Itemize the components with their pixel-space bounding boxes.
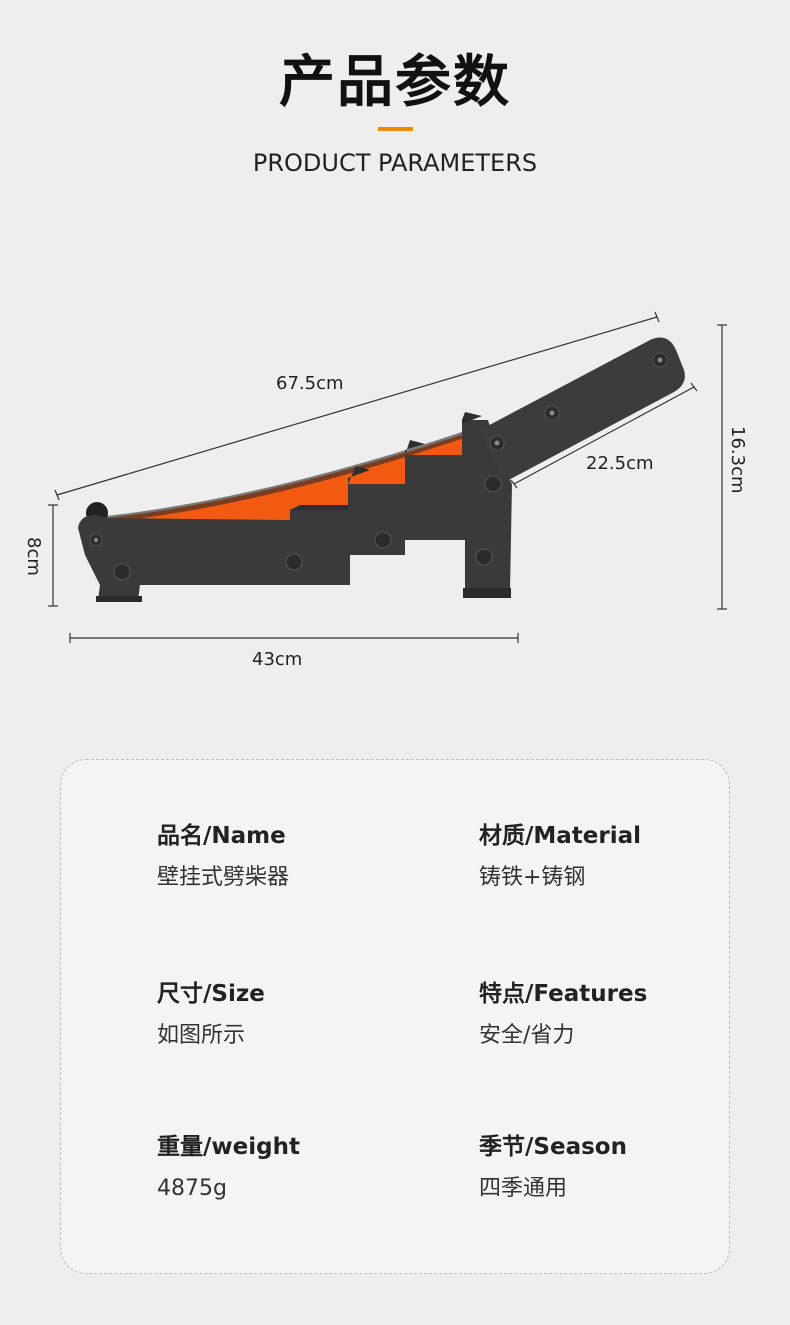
param-season-value: 四季通用 — [479, 1176, 568, 1201]
param-size-label: 尺寸/Size — [157, 981, 265, 1007]
param-size-value: 如图所示 — [157, 1023, 246, 1048]
dim-line-total-length — [56, 316, 658, 496]
param-features-label: 特点/Features — [479, 981, 648, 1007]
param-name-label: 品名/Name — [157, 823, 286, 849]
param-features-value: 安全/省力 — [479, 1023, 575, 1048]
param-weight-value: 4875g — [157, 1176, 227, 1201]
param-name-value: 壁挂式劈柴器 — [157, 865, 290, 890]
label-total-length: 67.5cm — [276, 373, 344, 394]
log-splitter-image: 67.5cm 22.5cm 43cm 16.3cm 8cm — [23, 311, 748, 670]
param-weight-label: 重量/weight — [157, 1134, 300, 1160]
label-height-total: 16.3cm — [727, 426, 748, 494]
title-accent-line — [378, 127, 413, 131]
param-weight: 重量/weight 4875g — [157, 1132, 417, 1204]
product-figure: 67.5cm 22.5cm 43cm 16.3cm 8cm — [0, 300, 790, 700]
handle — [480, 337, 685, 482]
page-subtitle: PRODUCT PARAMETERS — [252, 149, 538, 177]
param-name: 品名/Name 壁挂式劈柴器 — [157, 821, 417, 893]
param-material-value: 铸铁+铸钢 — [479, 865, 586, 890]
label-base-length: 43cm — [252, 649, 302, 670]
params-card: 品名/Name 壁挂式劈柴器 材质/Material 铸铁+铸钢 尺寸/Size… — [60, 759, 730, 1274]
bolts — [89, 352, 668, 581]
param-material-label: 材质/Material — [479, 823, 642, 849]
label-handle-length: 22.5cm — [586, 453, 654, 474]
param-size: 尺寸/Size 如图所示 — [157, 979, 417, 1051]
param-material: 材质/Material 铸铁+铸钢 — [479, 821, 739, 893]
param-season: 季节/Season 四季通用 — [479, 1132, 739, 1204]
dim-line-handle-length — [513, 386, 695, 485]
label-height-front: 8cm — [23, 537, 44, 576]
param-features: 特点/Features 安全/省力 — [479, 979, 739, 1051]
splitter-body — [78, 337, 685, 602]
dimension-lines — [48, 311, 727, 643]
param-season-label: 季节/Season — [479, 1134, 627, 1160]
page-title: 产品参数 — [279, 50, 511, 115]
header: 产品参数 PRODUCT PARAMETERS — [0, 0, 790, 200]
